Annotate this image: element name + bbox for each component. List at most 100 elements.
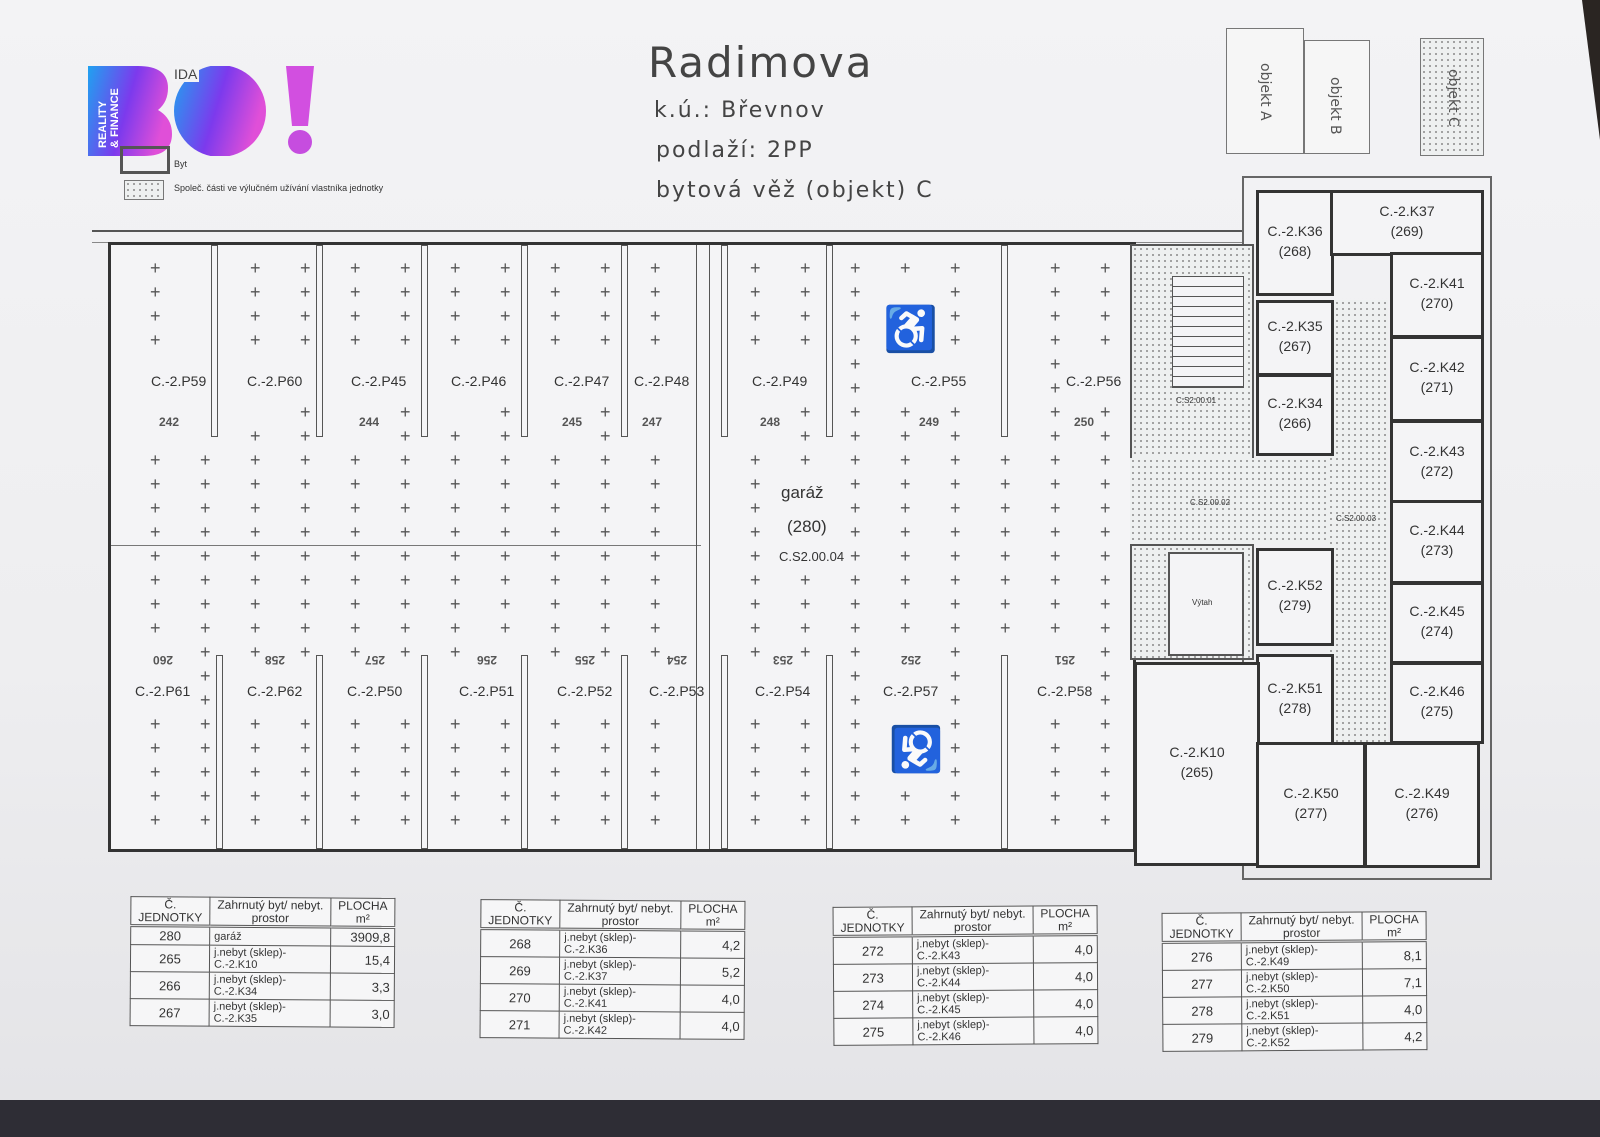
room-unit: (267)	[1278, 338, 1312, 355]
common-area-label: C.S2.00.02	[1190, 498, 1231, 507]
grid-cross-mark: +	[350, 330, 361, 350]
storage-room[interactable]: C.-2.K49(276)	[1364, 742, 1480, 868]
grid-cross-mark: +	[950, 690, 961, 710]
storage-room[interactable]: C.-2.K35 (267)	[1256, 300, 1334, 376]
grid-cross-mark: +	[750, 306, 761, 326]
grid-cross-mark: +	[350, 642, 361, 662]
grid-cross-mark: +	[1050, 738, 1061, 758]
grid-cross-mark: +	[850, 498, 861, 518]
legend-label-unit: Byt	[174, 159, 188, 169]
storage-room[interactable]: C.-2.K10(265)	[1134, 662, 1260, 866]
storage-room[interactable]: C.-2.K44(273)	[1390, 500, 1484, 584]
grid-cross-mark: +	[250, 618, 261, 638]
grid-cross-mark: +	[550, 762, 561, 782]
room-unit: (268)	[1278, 243, 1312, 260]
grid-cross-mark: +	[600, 402, 611, 422]
parking-space-label[interactable]: C.-2.P48	[634, 373, 690, 389]
storage-room[interactable]: C.-2.K36(268)	[1256, 190, 1334, 296]
grid-cross-mark: +	[950, 474, 961, 494]
parking-space-label[interactable]: C.-2.P50	[347, 683, 403, 699]
grid-cross-mark: +	[550, 546, 561, 566]
parking-space-number: 251	[1055, 653, 1076, 667]
storage-room[interactable]: C.-2.K34(266)	[1256, 374, 1334, 456]
table-cell: j.nebyt (sklep)-C.-2.K37	[559, 957, 681, 986]
room-code: C.-2.K35	[1267, 318, 1323, 334]
parking-space-label[interactable]: C.-2.P56	[1066, 373, 1122, 389]
parking-space-label[interactable]: C.-2.P57	[883, 683, 939, 699]
storage-room[interactable]: C.-2.K46(275)	[1390, 662, 1484, 744]
table-cell: j.nebyt (sklep)-C.-2.K45	[912, 990, 1034, 1019]
structural-column-line	[696, 245, 710, 849]
storage-room[interactable]: C.-2.K52(279)	[1256, 548, 1334, 646]
grid-cross-mark: +	[200, 450, 211, 470]
grid-cross-mark: +	[800, 402, 811, 422]
grid-cross-mark: +	[850, 522, 861, 542]
grid-cross-mark: +	[400, 570, 411, 590]
storage-room[interactable]: C.-2.K41(270)	[1390, 252, 1484, 338]
parking-space-label[interactable]: C.-2.P49	[752, 373, 808, 389]
grid-cross-mark: +	[350, 474, 361, 494]
room-code: C.-2.K46	[1409, 683, 1465, 699]
grid-cross-mark: +	[950, 738, 961, 758]
parking-space-label[interactable]: C.-2.P59	[151, 373, 207, 389]
grid-cross-mark: +	[150, 282, 161, 302]
grid-cross-mark: +	[950, 546, 961, 566]
grid-cross-mark: +	[600, 522, 611, 542]
grid-cross-mark: +	[850, 714, 861, 734]
parking-space-label[interactable]: C.-2.P47	[554, 373, 610, 389]
grid-cross-mark: +	[850, 378, 861, 398]
room-unit: (265)	[1180, 764, 1214, 781]
parking-space-label[interactable]: C.-2.P58	[1037, 683, 1093, 699]
grid-cross-mark: +	[1100, 546, 1111, 566]
table-header-cell: Č. JEDNOTKY	[833, 906, 913, 937]
grid-cross-mark: +	[400, 762, 411, 782]
parking-space-label[interactable]: C.-2.P52	[557, 683, 613, 699]
grid-cross-mark: +	[600, 786, 611, 806]
storage-room[interactable]: C.-2.K37(269)	[1330, 190, 1484, 256]
table-header-cell: PLOCHA m²	[680, 900, 745, 931]
table-header-cell: Č. JEDNOTKY	[130, 896, 210, 927]
grid-cross-mark: +	[250, 762, 261, 782]
storage-room[interactable]: C.-2.K45(274)	[1390, 582, 1484, 664]
storage-room-label: C.-2.K42(271)	[1393, 357, 1481, 398]
storage-room[interactable]: C.-2.K42(271)	[1390, 336, 1484, 422]
storage-room[interactable]: C.-2.K50(277)	[1256, 742, 1366, 868]
grid-cross-mark: +	[400, 330, 411, 350]
parking-space-label[interactable]: C.-2.P54	[755, 683, 811, 699]
grid-cross-mark: +	[750, 786, 761, 806]
grid-cross-mark: +	[300, 426, 311, 446]
table-cell: j.nebyt (sklep)-C.-2.K49	[1241, 941, 1363, 971]
grid-cross-mark: +	[800, 330, 811, 350]
parking-space-label[interactable]: C.-2.P45	[351, 373, 407, 389]
grid-cross-mark: +	[400, 738, 411, 758]
room-code: C.-2.K41	[1409, 275, 1465, 291]
parking-divider	[721, 245, 728, 437]
room-unit: (277)	[1294, 805, 1328, 822]
grid-cross-mark: +	[850, 762, 861, 782]
storage-room[interactable]: C.-2.K51(278)	[1256, 654, 1334, 746]
grid-cross-mark: +	[750, 618, 761, 638]
storage-room-label: C.-2.K51(278)	[1259, 678, 1331, 719]
parking-space-label[interactable]: C.-2.P53	[649, 683, 705, 699]
room-code: C.-2.K34	[1267, 395, 1323, 411]
parking-space-label[interactable]: C.-2.P55	[911, 373, 967, 389]
parking-space-label[interactable]: C.-2.P51	[459, 683, 515, 699]
parking-space-label[interactable]: C.-2.P46	[451, 373, 507, 389]
grid-cross-mark: +	[1100, 690, 1111, 710]
parking-space-label[interactable]: C.-2.P61	[135, 683, 191, 699]
storage-room[interactable]: C.-2.K43(272)	[1390, 420, 1484, 506]
grid-cross-mark: +	[750, 570, 761, 590]
grid-cross-mark: +	[350, 618, 361, 638]
grid-cross-mark: +	[750, 594, 761, 614]
grid-cross-mark: +	[150, 786, 161, 806]
parking-space-number: 244	[359, 415, 380, 429]
grid-cross-mark: +	[950, 762, 961, 782]
grid-cross-mark: +	[150, 714, 161, 734]
grid-cross-mark: +	[650, 786, 661, 806]
parking-space-label[interactable]: C.-2.P62	[247, 683, 303, 699]
parking-space-number: 249	[919, 415, 940, 429]
grid-cross-mark: +	[850, 306, 861, 326]
parking-space-label[interactable]: C.-2.P60	[247, 373, 303, 389]
